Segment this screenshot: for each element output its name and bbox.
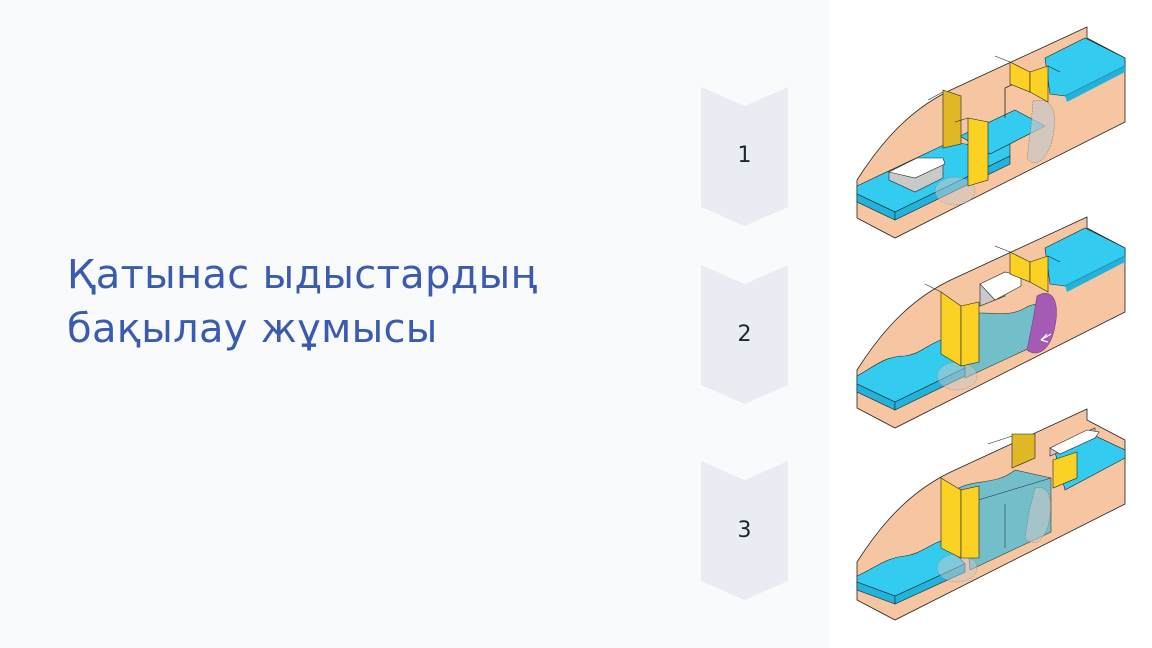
title-line-1: Қатынас ыдыстардың bbox=[67, 252, 538, 298]
step-number: 2 bbox=[737, 322, 752, 347]
lock-stage-3-diagram bbox=[855, 408, 1127, 622]
chevron-shape bbox=[701, 265, 788, 404]
title-line-2: бақылау жұмысы bbox=[67, 306, 438, 352]
lock-stage-1-diagram bbox=[855, 26, 1127, 240]
step-2-chevron: 2 bbox=[701, 265, 788, 404]
chevron-shape bbox=[701, 87, 788, 226]
canal-lock-illustration bbox=[856, 408, 1126, 621]
canal-lock-illustration bbox=[856, 26, 1126, 239]
step-number: 1 bbox=[737, 143, 752, 168]
left-panel bbox=[0, 0, 830, 648]
canal-lock-illustration bbox=[856, 216, 1126, 429]
step-number: 3 bbox=[737, 518, 752, 543]
lock-stage-2-diagram bbox=[855, 216, 1127, 430]
step-1-chevron: 1 bbox=[701, 87, 788, 226]
chevron-shape bbox=[701, 461, 788, 600]
step-3-chevron: 3 bbox=[701, 461, 788, 600]
slide-title: Қатынас ыдыстардың бақылау жұмысы bbox=[67, 248, 667, 356]
